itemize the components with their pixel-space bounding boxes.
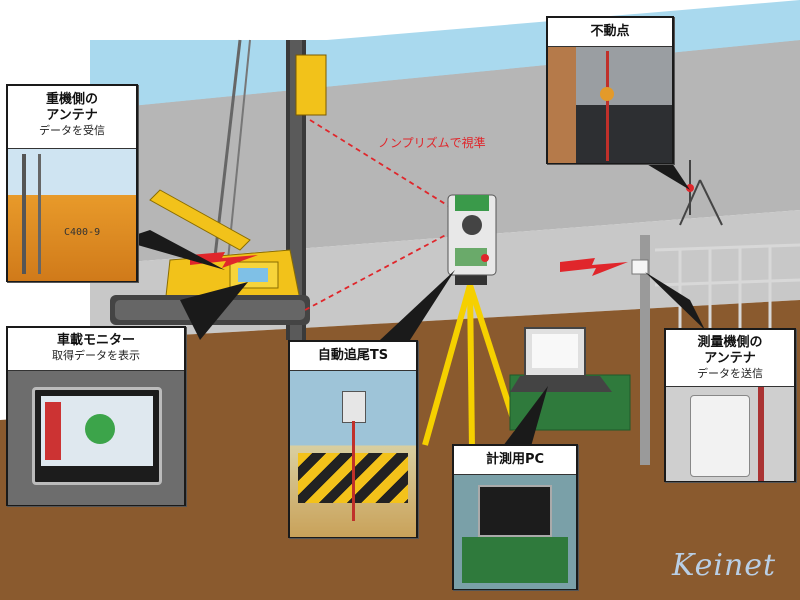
keinet-logo: Keinet [672,548,777,583]
benchmark-prism [679,160,723,226]
callout-measurement-pc: 計測用PC [452,444,578,590]
callout-title-line2: アンテナ [704,351,756,366]
callout-subtitle: データを受信 [39,124,105,137]
callout-title: 車載モニター [56,333,135,348]
sight-line-lower [304,229,456,311]
callout-crane-antenna: 重機側の アンテナ データを受信 C400-9 [6,84,138,282]
wireless-signal-icon [560,258,628,276]
callout-title: 自動追尾TS [317,348,389,363]
callout-title-line2: アンテナ [46,108,98,123]
callout-subtitle: データを送信 [697,367,763,380]
survey-antenna-photo [666,386,794,481]
sight-line-upper [309,119,456,211]
line-of-sight-label: ノンプリズムで視準 [378,136,486,150]
callout-title-line1: 重機側の [45,92,98,107]
survey-antenna-pole [631,235,650,465]
vehicle-monitor-photo [8,370,184,505]
measurement-pc-device [509,327,631,431]
callout-benchmark: 不動点 [546,16,674,164]
benchmark-photo [548,46,672,163]
crane-model-plate: C400-9 [64,227,101,238]
callout-survey-antenna: 測量機側の アンテナ データを送信 [664,328,796,482]
pc-photo [454,474,576,589]
callout-auto-tracking-ts: 自動追尾TS [288,340,418,538]
callout-title: 不動点 [590,24,630,39]
callout-subtitle: 取得データを表示 [52,349,140,362]
callout-title-line1: 測量機側の [697,335,763,350]
total-station-device [422,194,523,451]
wireless-signal-icon [190,252,258,268]
callout-title: 計測用PC [485,452,545,467]
crane-antenna-photo: C400-9 [8,148,136,281]
callout-vehicle-monitor: 車載モニター 取得データを表示 [6,326,186,506]
ts-photo [290,370,416,537]
